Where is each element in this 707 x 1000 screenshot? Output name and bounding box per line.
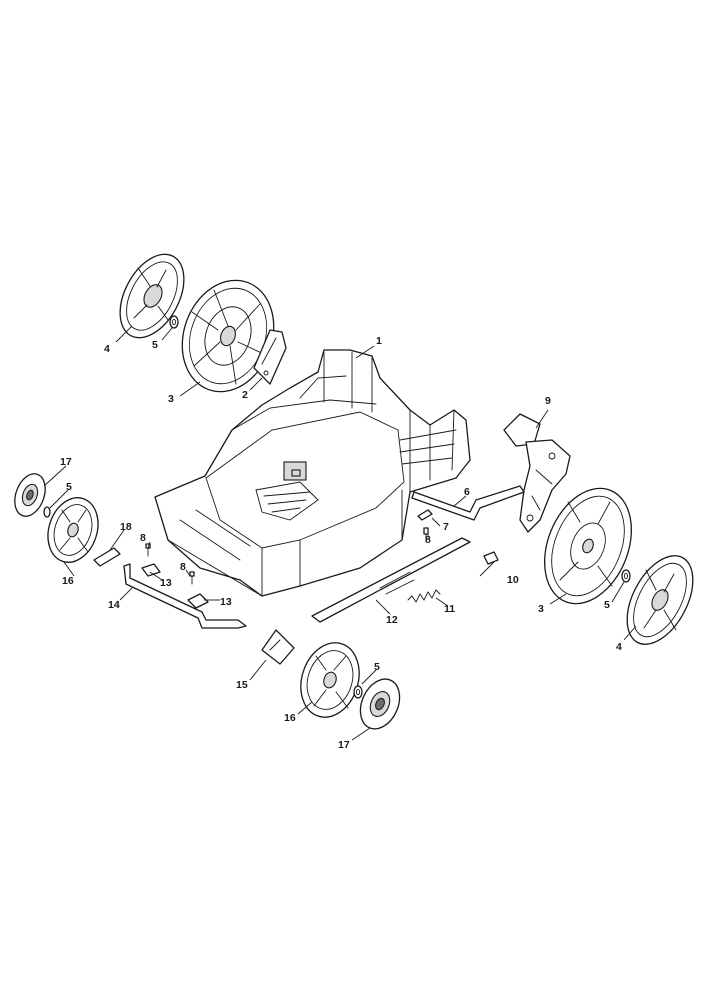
part-washer-right — [621, 569, 631, 583]
part-rear-axle — [411, 485, 525, 521]
callout-2: 2 — [242, 389, 248, 401]
callout-17-left: 17 — [60, 456, 72, 468]
callout-13-top: 13 — [160, 577, 172, 589]
callout-6: 6 — [464, 486, 470, 498]
callout-9: 9 — [545, 395, 551, 407]
part-clip — [417, 509, 433, 521]
callout-11: 11 — [444, 603, 455, 615]
part-height-bar — [311, 537, 471, 623]
part-washer-left — [43, 506, 51, 518]
callout-5-bottom: 5 — [374, 661, 380, 673]
callout-8-left-top: 8 — [140, 532, 146, 544]
part-spring — [407, 589, 441, 603]
part-wheel-rear-right — [543, 487, 633, 605]
callout-labels: 1 2 3 4 5 9 6 7 8 10 11 12 3 5 4 17 5 16… — [60, 335, 622, 751]
part-wheel-front-left — [47, 497, 99, 563]
callout-14: 14 — [108, 599, 120, 611]
part-height-adjuster — [503, 413, 571, 533]
part-bushing-top — [141, 563, 161, 577]
callout-18: 18 — [120, 521, 132, 533]
part-bracket-front — [261, 629, 295, 665]
callout-8-right: 8 — [425, 534, 431, 546]
callout-10: 10 — [507, 574, 519, 586]
part-wheel-front-right — [300, 642, 360, 718]
callout-16-left: 16 — [62, 575, 74, 587]
part-hubcap-front-right — [359, 678, 401, 730]
callout-15: 15 — [236, 679, 248, 691]
callout-3-left: 3 — [168, 393, 174, 405]
callout-4-right: 4 — [616, 641, 622, 653]
part-deck-housing — [154, 349, 471, 597]
part-washer-top — [169, 315, 179, 329]
part-washer-bottom — [353, 685, 363, 699]
part-bushing-bottom — [187, 593, 209, 609]
callout-7: 7 — [443, 521, 449, 533]
part-knob — [483, 551, 499, 565]
leader-lines — [43, 325, 637, 741]
part-hubcap-rear-left — [119, 253, 185, 339]
callout-5-top: 5 — [152, 339, 158, 351]
callout-16-bottom: 16 — [284, 712, 296, 724]
part-bracket — [253, 329, 287, 385]
callout-1: 1 — [376, 335, 382, 347]
callout-13-bottom: 13 — [220, 596, 232, 608]
part-screw-left-top — [145, 543, 151, 557]
callout-4-left: 4 — [104, 343, 110, 355]
part-hubcap-rear-right — [626, 555, 694, 645]
part-front-axle — [123, 563, 247, 629]
part-hubcap-front-left — [14, 473, 46, 517]
callout-5-left: 5 — [66, 481, 72, 493]
part-screw-left-bottom — [189, 571, 195, 585]
callout-17-bottom: 17 — [338, 739, 350, 751]
part-axle-clip — [93, 547, 121, 567]
callout-12: 12 — [386, 614, 398, 626]
callout-3-right: 3 — [538, 603, 544, 615]
callout-5-right: 5 — [604, 599, 610, 611]
callout-8-left-bottom: 8 — [180, 561, 186, 573]
